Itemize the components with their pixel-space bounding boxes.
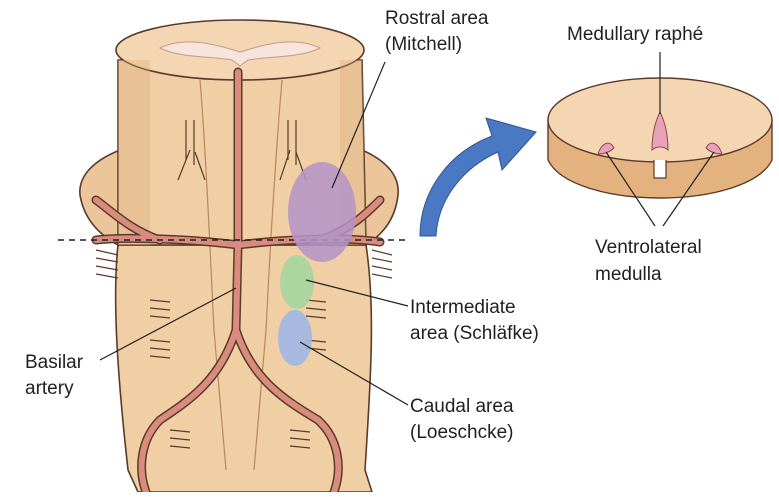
intermediate-area-region xyxy=(280,255,314,309)
caudal-area-region xyxy=(278,310,312,366)
medullary-raphe-label: Medullary raphé xyxy=(567,24,703,45)
ventral-fissure xyxy=(654,160,666,178)
ventrolateral-label-1: Ventrolateral xyxy=(595,237,702,258)
rostral-area-label-2: (Mitchell) xyxy=(385,34,462,55)
basilar-artery-label-1: Basilar xyxy=(25,352,84,373)
ventrolateral-label-2: medulla xyxy=(595,264,662,285)
medulla-cross-section xyxy=(548,52,772,226)
intermediate-area-label-1: Intermediate xyxy=(410,297,516,318)
intermediate-area-label-2: area (Schläfke) xyxy=(410,323,539,344)
rostral-area-region xyxy=(288,162,356,262)
caudal-area-label-2: (Loeschcke) xyxy=(410,422,514,443)
rostral-area-label-1: Rostral area xyxy=(385,8,489,29)
caudal-area-label-1: Caudal area xyxy=(410,396,514,417)
basilar-artery-label-2: artery xyxy=(25,378,74,399)
curved-arrow xyxy=(420,118,536,236)
